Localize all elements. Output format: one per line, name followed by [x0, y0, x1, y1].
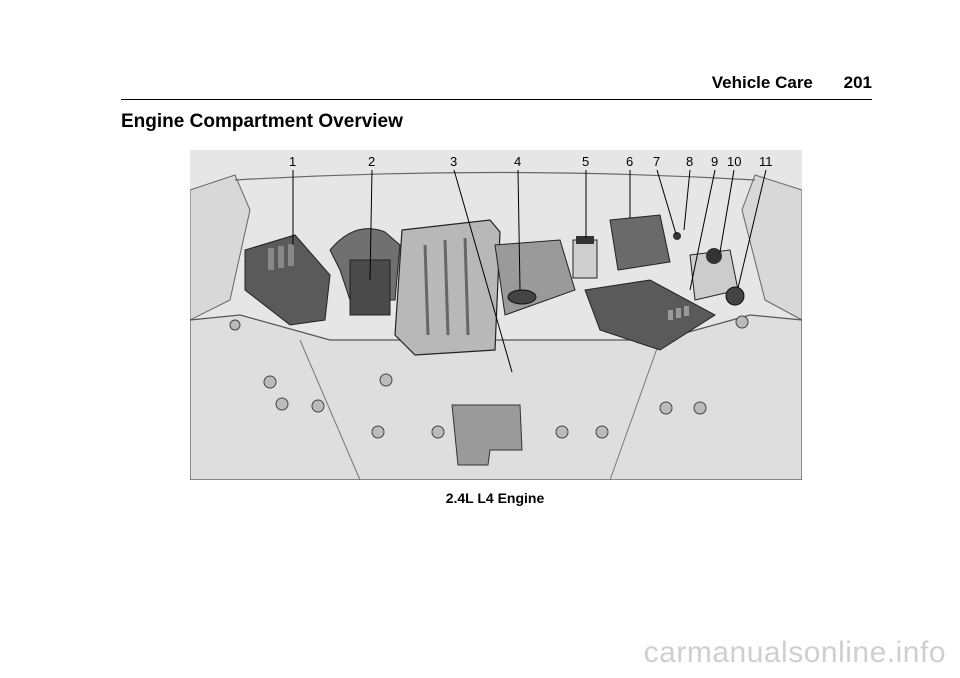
leader-line-10: [719, 169, 735, 253]
callout-number: 8: [686, 154, 693, 169]
leader-line-9: [689, 169, 716, 291]
callout-number: 2: [368, 154, 375, 169]
callout-number: 5: [582, 154, 589, 169]
fender-left: [190, 174, 251, 321]
leader-line-11: [737, 169, 767, 289]
bolt: [693, 401, 707, 415]
panel-crease: [609, 339, 661, 480]
rib: [288, 244, 294, 266]
battery: [584, 279, 716, 351]
callout-number: 11: [759, 154, 773, 169]
oil-fill-cap: [507, 289, 537, 305]
page-number: 201: [843, 73, 872, 92]
brake-fluid-reservoir: [572, 239, 598, 279]
figure-caption: 2.4L L4 Engine: [445, 490, 545, 506]
callout-leaders: [292, 169, 767, 373]
battery-cells: [668, 306, 689, 320]
callout-number: 3: [450, 154, 457, 169]
washer-fluid-cap: [725, 286, 745, 306]
callout-number: 6: [626, 154, 633, 169]
bolt: [275, 397, 289, 411]
leader-line-4: [517, 169, 521, 291]
leader-line-8: [683, 169, 691, 231]
bolt: [379, 373, 393, 387]
air-cleaner-ribs: [268, 244, 294, 270]
leader-line-3: [453, 169, 513, 373]
hood-latch: [451, 404, 523, 466]
callout-number: 4: [514, 154, 521, 169]
fender-right: [741, 174, 802, 321]
header-rule: [121, 99, 872, 100]
dipstick-handle: [673, 232, 681, 240]
rib: [278, 246, 284, 268]
battery-cell: [668, 310, 673, 320]
callout-number: 7: [653, 154, 660, 169]
hood-edge: [234, 171, 756, 181]
bolt: [371, 425, 385, 439]
bolt: [555, 425, 569, 439]
page-title: Engine Compartment Overview: [121, 111, 403, 132]
rib: [268, 248, 274, 270]
bolt: [431, 425, 445, 439]
running-header: Vehicle Care 201: [712, 73, 872, 93]
callout-number: 9: [711, 154, 718, 169]
callout-number: 10: [727, 154, 741, 169]
leader-line-7: [656, 169, 677, 235]
callout-number: 1: [289, 154, 296, 169]
brake-fluid-cap: [576, 236, 594, 244]
battery-cell: [684, 306, 689, 316]
fuse-block: [609, 214, 671, 271]
bolt: [595, 425, 609, 439]
bolt: [659, 401, 673, 415]
bolt: [735, 315, 749, 329]
battery-cell: [676, 308, 681, 318]
bolt: [311, 399, 325, 413]
panel-crease: [299, 339, 361, 480]
leader-line-2: [369, 169, 373, 281]
radiator-support: [190, 314, 802, 480]
bolt: [229, 319, 241, 331]
coolant-cap: [706, 248, 722, 264]
watermark: carmanualsonline.info: [643, 636, 946, 669]
engine-compartment-illustration: 1 2 3 4 5 6 7 8 9 10 11: [190, 150, 802, 480]
air-cleaner-housing: [244, 234, 331, 326]
callout-numbers: 1 2 3 4 5 6 7 8 9 10 11: [289, 154, 773, 169]
bolt: [263, 375, 277, 389]
engine-cover-ribs: [423, 237, 470, 336]
panel-bolts: [229, 315, 749, 439]
header-section-title: Vehicle Care: [711, 73, 813, 92]
